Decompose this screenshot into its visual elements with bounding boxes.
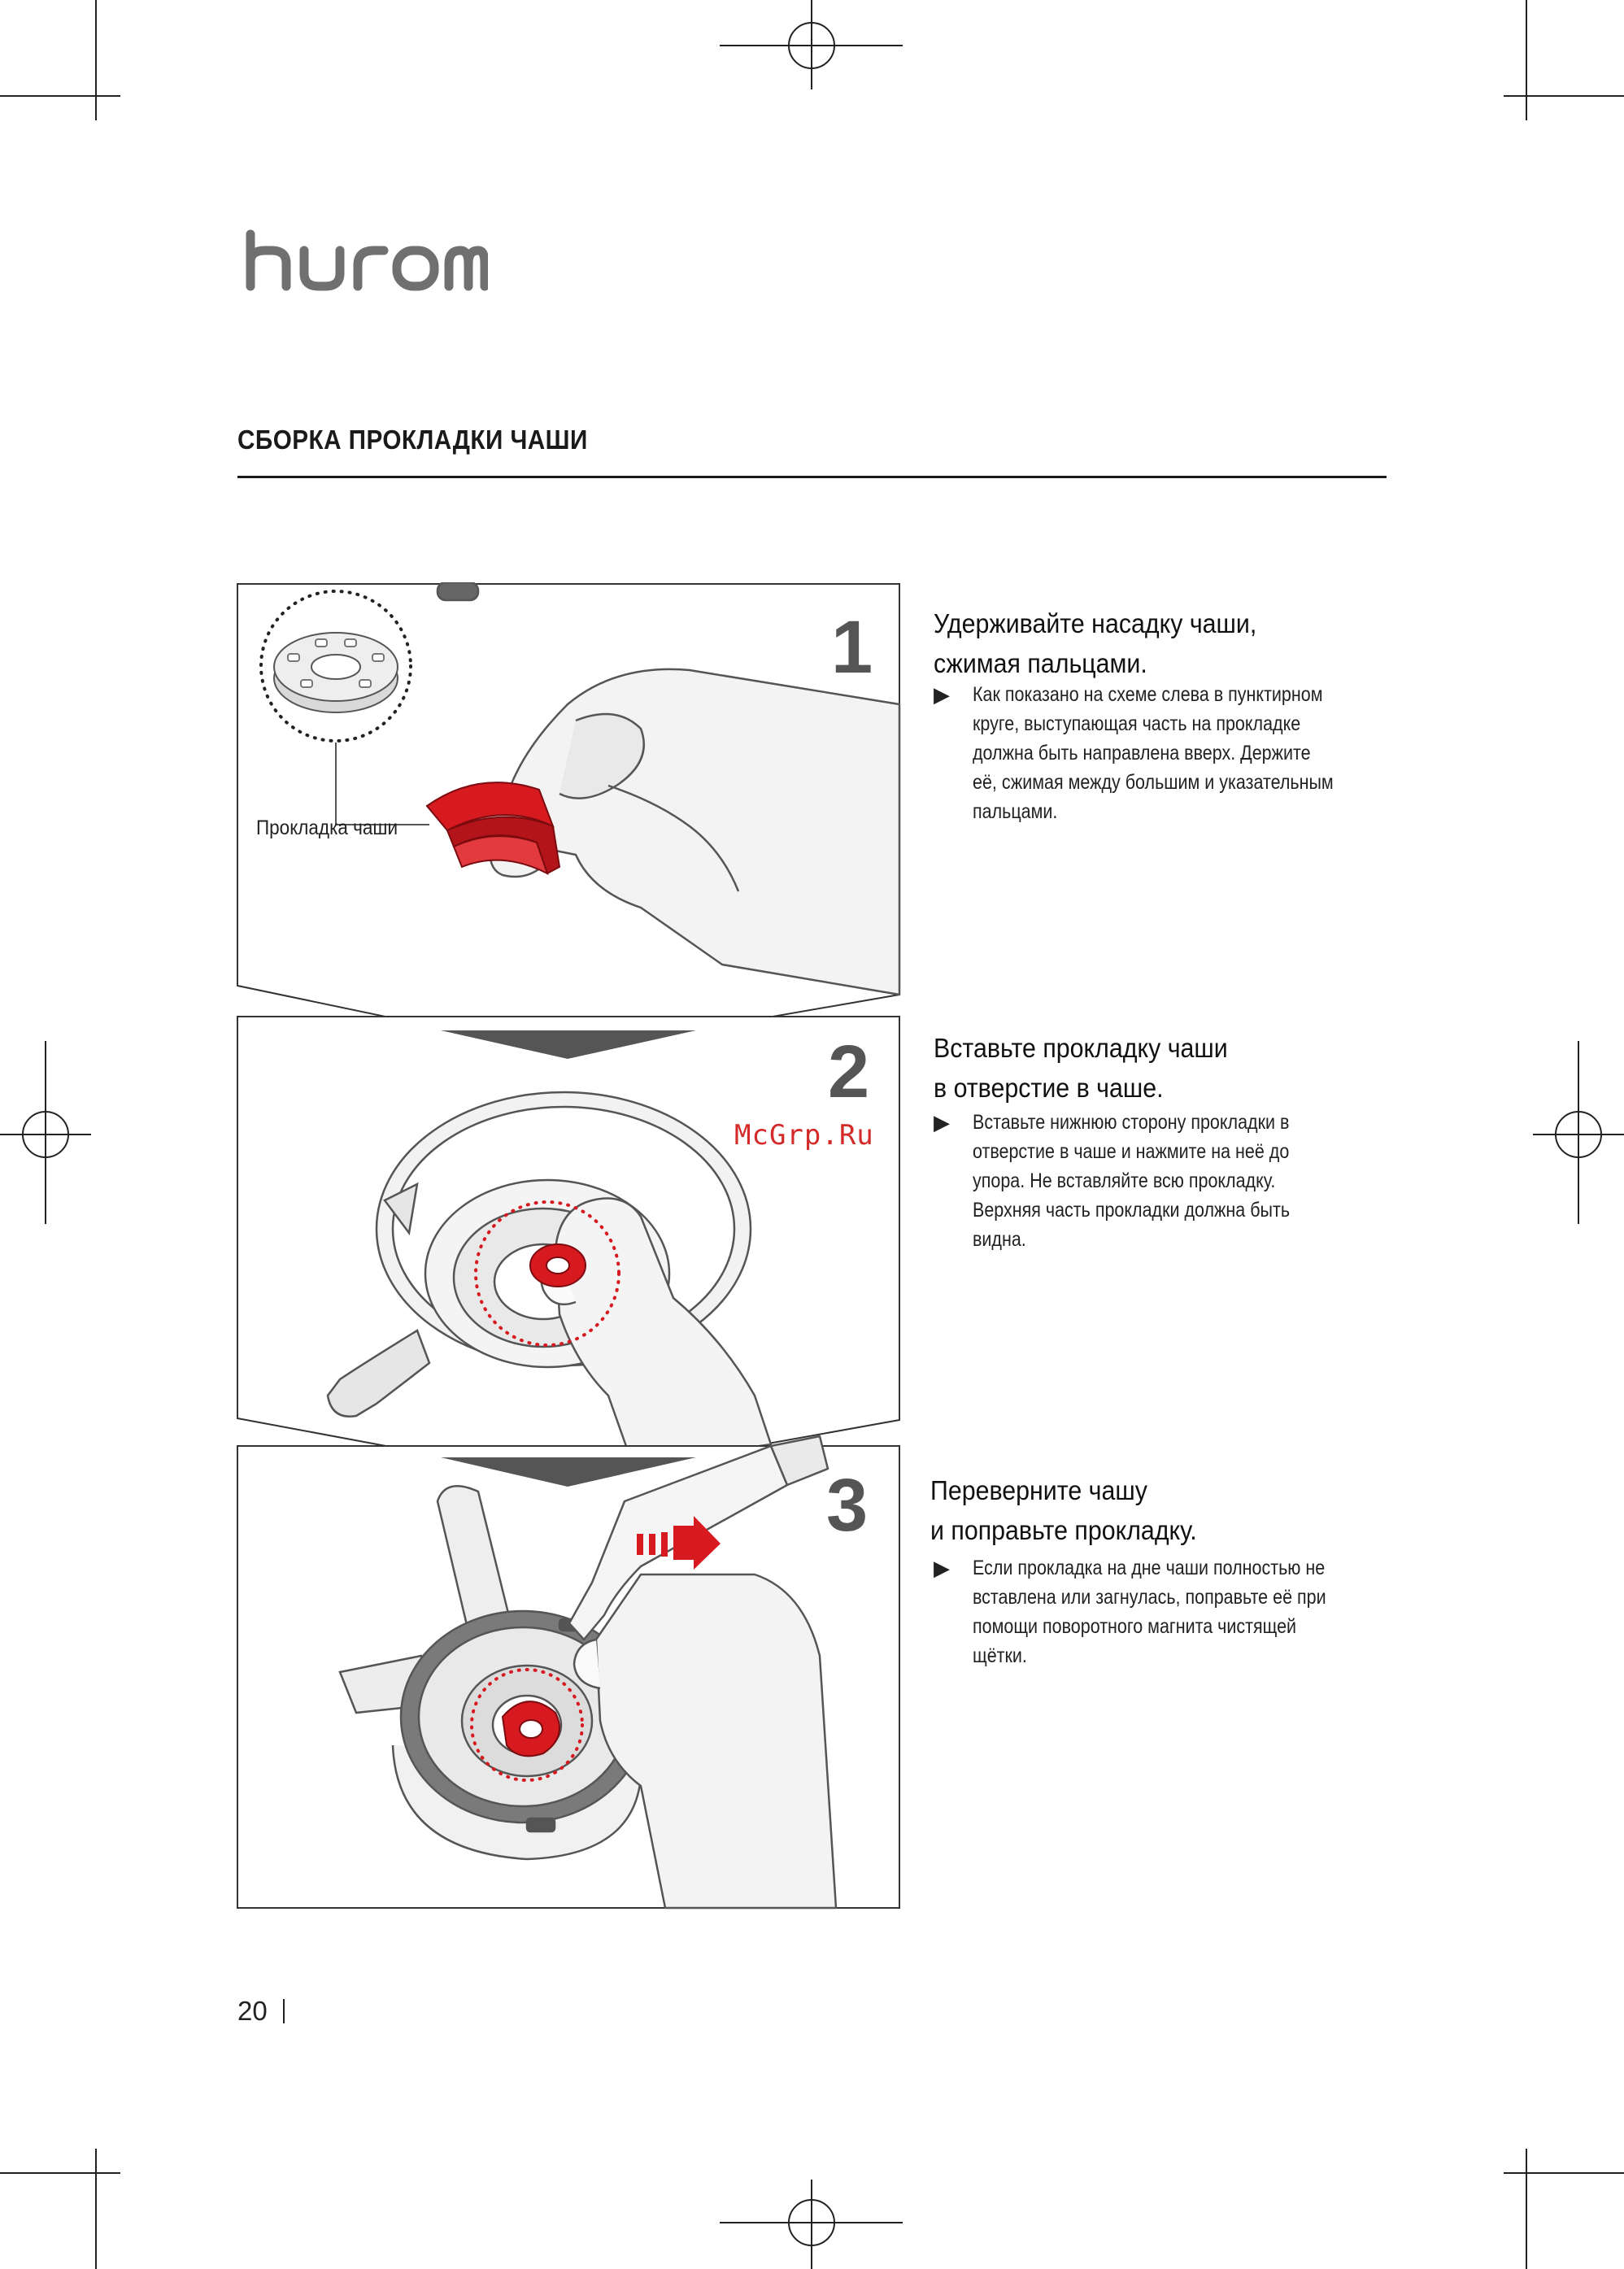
- gasket-detail-icon: [259, 590, 412, 743]
- step-1-title-line-2: сжимая пальцами.: [934, 648, 1147, 678]
- step-number-2: 2: [828, 1030, 870, 1113]
- highlight-dotted-circle: [470, 1668, 584, 1782]
- step-connector-1: [441, 1030, 696, 1059]
- red-arrow-icon: [637, 1516, 721, 1570]
- hurom-logo-mark: [246, 229, 488, 291]
- step-3-title-line-1: Переверните чашу: [930, 1475, 1147, 1505]
- page-number: 20: [237, 1996, 268, 2026]
- section-title: СБОРКА ПРОКЛАДКИ ЧАШИ: [237, 425, 588, 455]
- gasket-callout-label: Прокладка чаши: [256, 817, 398, 839]
- red-gasket-icon: [501, 1701, 560, 1757]
- title-rule: [237, 476, 1387, 478]
- step-1-body: Как показано на схеме слева в пунктирном…: [973, 683, 1334, 823]
- step-connector-2: [441, 1457, 696, 1487]
- step-number-1: 1: [831, 606, 873, 689]
- highlight-dotted-circle: [474, 1200, 620, 1347]
- panel-1: [237, 583, 901, 1039]
- step-3-body: Если прокладка на дне чаши полностью не …: [973, 1557, 1326, 1667]
- panel-2: [237, 1016, 900, 1466]
- step-2-body: Вставьте нижнюю сторону прокладки в отве…: [973, 1111, 1291, 1251]
- step-3-title-line-2: и поправьте прокладку.: [930, 1515, 1197, 1545]
- triangle-right-icon: ▶: [934, 1110, 950, 1134]
- callout-line: [335, 743, 429, 825]
- step-2-text: Вставьте прокладку чаши в отверстие в ча…: [934, 1028, 1253, 1108]
- step-number-3: 3: [826, 1464, 869, 1547]
- step-3-text: Переверните чашу и поправьте прокладку.: [930, 1470, 1220, 1550]
- red-gasket-icon: [529, 1243, 586, 1287]
- panel-3: [237, 582, 900, 1910]
- triangle-right-icon: ▶: [934, 682, 950, 707]
- page-number-separator: [283, 1999, 285, 2023]
- hurom-logo: [244, 228, 488, 293]
- step-2-title-line-1: Вставьте прокладку чаши: [934, 1033, 1228, 1063]
- red-gasket-icon: [425, 782, 561, 876]
- step-1-title-line-1: Удерживайте насадку чаши,: [934, 608, 1257, 638]
- watermark: McGrp.Ru: [734, 1119, 874, 1152]
- step-1-text: Удерживайте насадку чаши, сжимая пальцам…: [934, 603, 1285, 683]
- illustration-panels: [234, 582, 903, 1911]
- step-2-title-line-2: в отверстие в чаше.: [934, 1073, 1164, 1103]
- triangle-right-icon: ▶: [934, 1556, 950, 1580]
